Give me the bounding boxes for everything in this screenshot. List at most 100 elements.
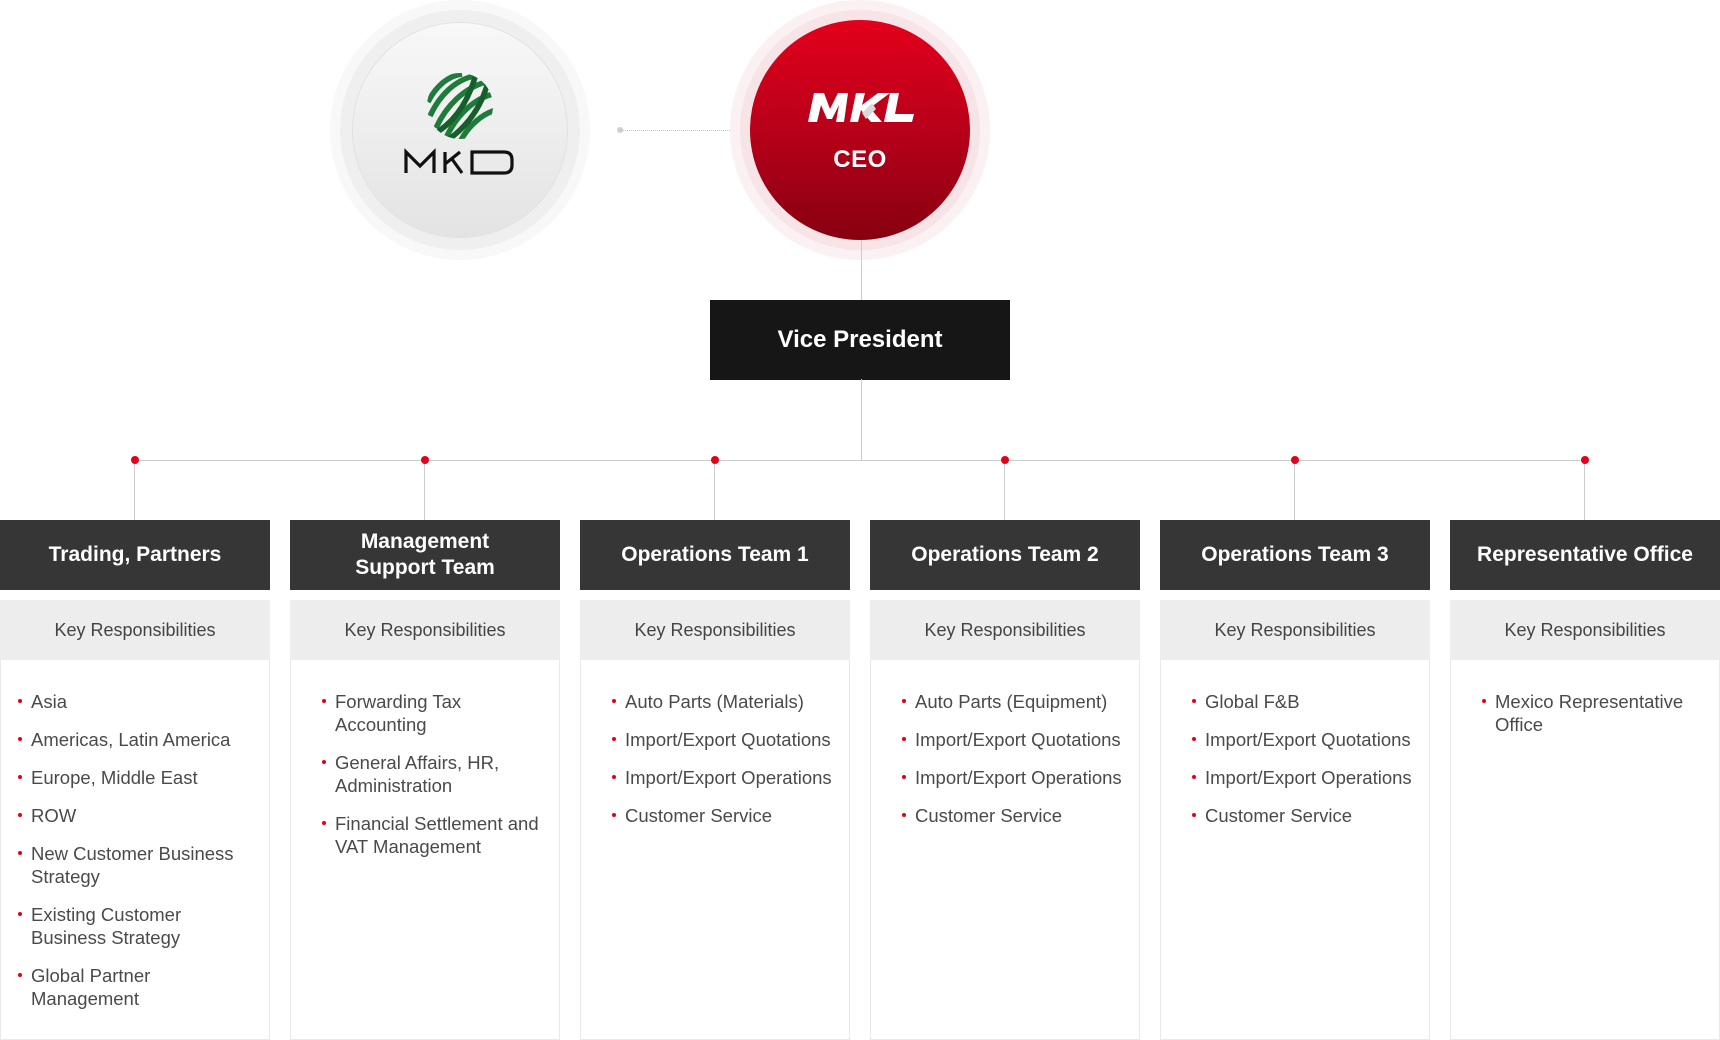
bullet-icon xyxy=(18,699,22,703)
responsibility-item: Global Partner Management xyxy=(18,964,255,1010)
key-responsibilities-band: Key Responsibilities xyxy=(1160,600,1430,661)
department-title: Operations Team 2 xyxy=(911,543,1099,566)
department-header: Representative Office xyxy=(1450,520,1720,590)
bullet-icon xyxy=(902,699,906,703)
key-responsibilities-label: Key Responsibilities xyxy=(924,620,1086,640)
bullet-icon xyxy=(1192,813,1196,817)
responsibility-text: Customer Service xyxy=(915,805,1063,826)
bullet-icon xyxy=(612,699,616,703)
responsibility-item: Auto Parts (Materials) xyxy=(612,690,835,713)
connector-node-dot xyxy=(711,456,719,464)
bullet-icon xyxy=(18,851,22,855)
key-responsibilities-label: Key Responsibilities xyxy=(344,620,506,640)
partner-connector-line xyxy=(620,130,750,131)
responsibility-text: Financial Settlement and VAT Management xyxy=(335,813,539,857)
responsibility-item: Import/Export Operations xyxy=(612,766,835,789)
key-responsibilities-band: Key Responsibilities xyxy=(0,600,270,661)
responsibility-item: Customer Service xyxy=(612,804,835,827)
bullet-icon xyxy=(322,699,326,703)
responsibility-item: ROW xyxy=(18,804,255,827)
responsibility-item: Asia xyxy=(18,690,255,713)
bullet-icon xyxy=(612,813,616,817)
department-header: Operations Team 1 xyxy=(580,520,850,590)
department-title: Management Support Team xyxy=(355,530,495,579)
department-title: Operations Team 1 xyxy=(621,543,809,566)
connector-node-dot xyxy=(1291,456,1299,464)
responsibility-text: Import/Export Operations xyxy=(625,767,832,788)
bullet-icon xyxy=(18,775,22,779)
responsibility-item: Americas, Latin America xyxy=(18,728,255,751)
bullet-icon xyxy=(1192,699,1196,703)
department-header: Trading, Partners xyxy=(0,520,270,590)
responsibilities-list: Mexico Representative Office xyxy=(1451,660,1719,736)
responsibility-text: Americas, Latin America xyxy=(31,729,231,750)
responsibility-text: Import/Export Quotations xyxy=(625,729,831,750)
ceo-to-vp-line xyxy=(861,240,862,300)
responsibility-text: Import/Export Operations xyxy=(915,767,1122,788)
bullet-icon xyxy=(18,973,22,977)
responsibility-item: Mexico Representative Office xyxy=(1482,690,1705,736)
responsibility-item: Customer Service xyxy=(902,804,1125,827)
responsibility-item: Existing Customer Business Strategy xyxy=(18,903,255,949)
bullet-icon xyxy=(18,737,22,741)
responsibility-item: Import/Export Operations xyxy=(902,766,1125,789)
responsibility-item: Import/Export Quotations xyxy=(1192,728,1415,751)
key-responsibilities-band: Key Responsibilities xyxy=(1450,600,1720,661)
responsibility-text: Forwarding Tax Accounting xyxy=(335,691,462,735)
responsibility-item: Forwarding Tax Accounting xyxy=(322,690,545,736)
responsibility-item: Auto Parts (Equipment) xyxy=(902,690,1125,713)
ceo-node xyxy=(750,20,970,240)
responsibility-text: Auto Parts (Equipment) xyxy=(915,691,1108,712)
connector-node-dot xyxy=(1001,456,1009,464)
responsibility-item: Financial Settlement and VAT Management xyxy=(322,812,545,858)
connector-node-dot xyxy=(131,456,139,464)
responsibility-item: New Customer Business Strategy xyxy=(18,842,255,888)
responsibility-text: Global Partner Management xyxy=(31,965,151,1009)
responsibility-text: Asia xyxy=(31,691,67,712)
responsibility-text: Import/Export Quotations xyxy=(1205,729,1411,750)
department-connector-line xyxy=(134,460,135,520)
bullet-icon xyxy=(902,813,906,817)
department-header: Operations Team 2 xyxy=(870,520,1140,590)
departments-bus-line xyxy=(135,460,1585,461)
responsibilities-list: Auto Parts (Equipment) Import/Export Quot… xyxy=(871,660,1139,827)
responsibility-item: Customer Service xyxy=(1192,804,1415,827)
key-responsibilities-label: Key Responsibilities xyxy=(54,620,216,640)
bullet-icon xyxy=(18,813,22,817)
department-header: Operations Team 3 xyxy=(1160,520,1430,590)
bullet-icon xyxy=(18,912,22,916)
department-connector-line xyxy=(1294,460,1295,520)
department-connector-line xyxy=(1004,460,1005,520)
key-responsibilities-band: Key Responsibilities xyxy=(290,600,560,661)
vice-president-node: Vice President xyxy=(710,300,1010,380)
responsibility-item: Import/Export Quotations xyxy=(612,728,835,751)
bullet-icon xyxy=(322,821,326,825)
bullet-icon xyxy=(1192,737,1196,741)
department-title: Operations Team 3 xyxy=(1201,543,1389,566)
bullet-icon xyxy=(322,760,326,764)
responsibility-item: Europe, Middle East xyxy=(18,766,255,789)
department-title: Trading, Partners xyxy=(48,543,222,566)
responsibility-text: Customer Service xyxy=(625,805,773,826)
responsibility-text: Europe, Middle East xyxy=(31,767,198,788)
responsibility-item: General Affairs, HR, Administration xyxy=(322,751,545,797)
responsibility-text: Import/Export Operations xyxy=(1205,767,1412,788)
responsibility-item: Import/Export Quotations xyxy=(902,728,1125,751)
department-connector-line xyxy=(1584,460,1585,520)
responsibilities-panel: Auto Parts (Materials) Import/Export Quot… xyxy=(580,660,850,1040)
department-connector-line xyxy=(424,460,425,520)
responsibility-item: Global F&B xyxy=(1192,690,1415,713)
connector-node-dot xyxy=(421,456,429,464)
responsibility-text: Mexico Representative Office xyxy=(1495,691,1684,735)
key-responsibilities-label: Key Responsibilities xyxy=(1214,620,1376,640)
department-header: Management Support Team xyxy=(290,520,560,590)
key-responsibilities-label: Key Responsibilities xyxy=(634,620,796,640)
responsibility-text: General Affairs, HR, Administration xyxy=(335,752,500,796)
key-responsibilities-band: Key Responsibilities xyxy=(870,600,1140,661)
